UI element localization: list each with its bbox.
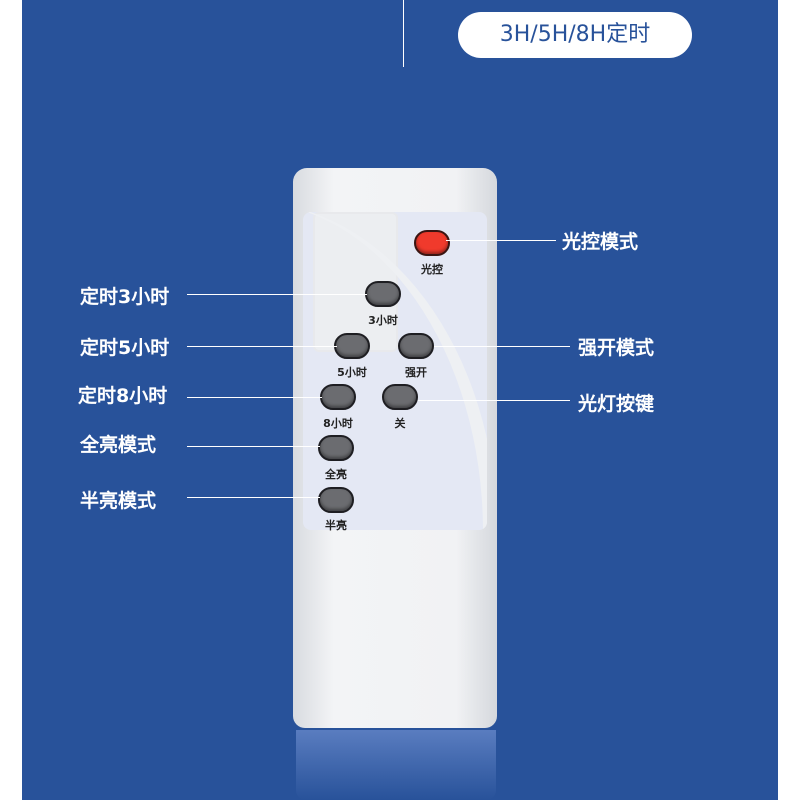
callout-line-timer5 [187, 346, 337, 347]
force-on-button[interactable] [398, 333, 434, 359]
timer-3h-label: 3小时 [368, 314, 398, 327]
callout-line-half-bright [187, 497, 320, 498]
light-control-label: 光控 [421, 263, 443, 276]
callout-line-timer8 [187, 397, 322, 398]
off-button[interactable] [382, 384, 418, 410]
callout-full-bright: 全亮模式 [80, 434, 157, 456]
timer-5h-button[interactable] [334, 333, 370, 359]
timer-badge: 3H/5H/8H定时 [458, 12, 692, 58]
half-bright-label: 半亮 [325, 519, 347, 532]
callout-line-timer3 [187, 294, 367, 295]
callout-timer5: 定时5小时 [80, 337, 170, 359]
callout-light-control: 光控模式 [562, 231, 639, 253]
callout-off: 光灯按键 [578, 393, 655, 415]
off-label: 关 [394, 417, 406, 430]
callout-line-light-control [446, 240, 556, 241]
callout-force-on: 强开模式 [578, 337, 655, 359]
callout-timer3: 定时3小时 [80, 286, 170, 308]
half-bright-button[interactable] [318, 487, 354, 513]
timer-3h-button[interactable] [365, 281, 401, 307]
light-control-button[interactable] [414, 230, 450, 256]
callout-half-bright: 半亮模式 [80, 490, 157, 512]
callout-line-off [418, 400, 570, 401]
timer-5h-label: 5小时 [337, 366, 367, 379]
timer-8h-label: 8小时 [323, 417, 353, 430]
force-on-label: 强开 [405, 366, 427, 379]
divider-line [403, 0, 404, 67]
callout-line-full-bright [187, 446, 320, 447]
remote-reflection [296, 730, 496, 800]
callout-line-force-on [434, 346, 570, 347]
callout-timer8: 定时8小时 [78, 385, 168, 407]
timer-8h-button[interactable] [320, 384, 356, 410]
full-bright-label: 全亮 [325, 468, 347, 481]
full-bright-button[interactable] [318, 435, 354, 461]
